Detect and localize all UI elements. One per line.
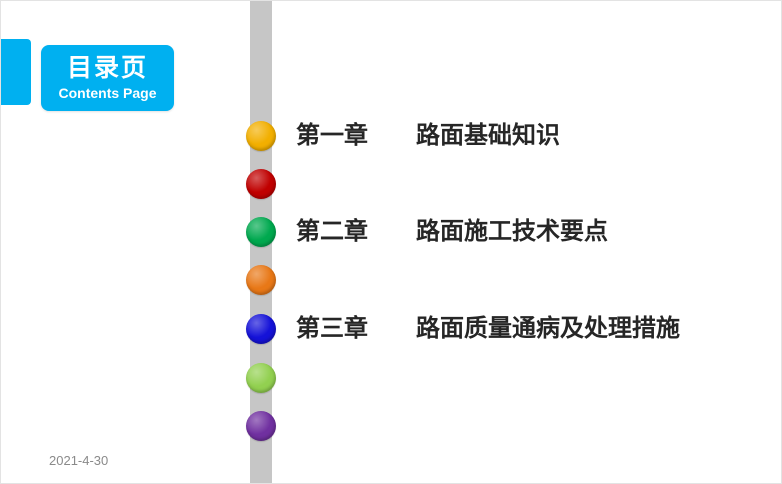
timeline-dot-orange [246,265,276,295]
left-accent-bar [1,39,31,105]
chapter-title-2: 第二章 路面施工技术要点 [296,218,608,245]
timeline-dot-blue [246,314,276,344]
slide-date: 2021-4-30 [49,453,109,468]
badge-subtitle: Contents Page [58,85,157,101]
timeline-dot-purple [246,411,276,441]
timeline-dot-green [246,217,276,247]
timeline-dot-dark-red [246,169,276,199]
timeline-dot-yellow [246,121,276,151]
timeline-dot-light-green [246,363,276,393]
chapter-title-3: 第三章 路面质量通病及处理措施 [296,315,680,342]
chapter-title-1: 第一章 路面基础知识 [296,122,560,149]
contents-badge: 目录页 Contents Page [41,45,174,111]
badge-title: 目录页 [66,54,148,82]
